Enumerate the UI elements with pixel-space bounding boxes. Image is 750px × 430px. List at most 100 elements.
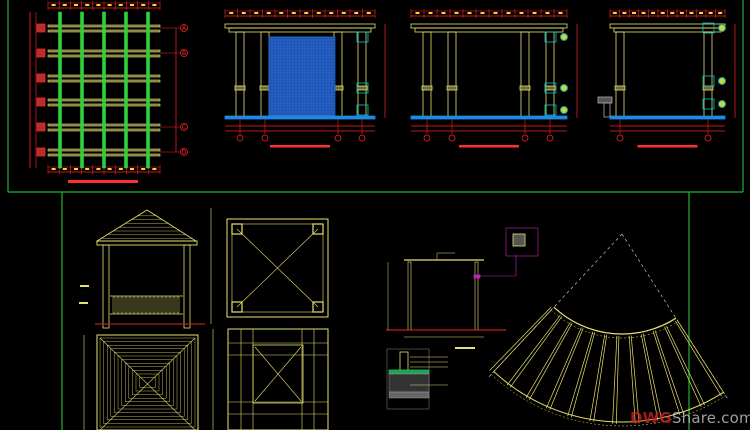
side-elevation	[597, 9, 736, 148]
dimension-text	[545, 12, 550, 14]
column-band	[519, 85, 531, 91]
tile-ring	[106, 345, 188, 421]
outer-beam	[493, 371, 724, 423]
dimension-text	[291, 12, 296, 14]
callout-marker	[718, 77, 726, 85]
tile-ring	[103, 341, 192, 424]
gazebo-elevation	[79, 208, 212, 329]
tile-ring	[121, 359, 174, 406]
ground-line	[224, 115, 376, 120]
rafter	[489, 306, 552, 371]
dimension-text	[532, 12, 537, 14]
rafter	[642, 333, 662, 420]
grid-bubble-label: B	[182, 50, 186, 57]
dimension-text	[612, 12, 617, 14]
railing-baluster	[116, 296, 120, 314]
front-elevation-mesh	[224, 9, 386, 148]
dimension-text	[62, 4, 67, 6]
drawing-title	[459, 145, 519, 148]
beam-end	[36, 23, 46, 33]
railing-baluster	[132, 296, 136, 314]
railing-baluster	[148, 296, 152, 314]
dimension-text	[316, 12, 321, 14]
column-band	[702, 85, 714, 91]
dimension-text	[341, 12, 346, 14]
railing-baluster	[160, 296, 164, 314]
rafter	[570, 332, 596, 418]
dimension-text	[96, 4, 101, 6]
watermark-domain: Share.com	[671, 409, 750, 427]
rafter	[615, 335, 620, 424]
callout-box	[702, 98, 715, 110]
column-band	[446, 85, 458, 91]
grid-bubble	[180, 123, 188, 131]
grid-bubble-label: A	[182, 25, 187, 32]
dimension-text	[107, 4, 112, 6]
dimension-text	[415, 12, 420, 14]
dimension-text	[96, 168, 101, 170]
callout-box	[356, 31, 369, 43]
soil-layer	[388, 369, 430, 375]
dimension-text	[266, 12, 271, 14]
railing-baluster	[164, 296, 168, 314]
connection-mark	[473, 274, 481, 279]
front-elevation	[410, 9, 578, 148]
gazebo-framing-plan	[212, 328, 329, 430]
dimension-text	[558, 12, 563, 14]
dimension-text	[254, 12, 259, 14]
dimension-text	[689, 12, 694, 14]
tile-ring	[124, 363, 170, 403]
rafter	[506, 314, 561, 386]
dimension-text	[670, 12, 675, 14]
rafter	[528, 322, 573, 400]
dimension-text	[708, 12, 713, 14]
drawing-title	[68, 180, 138, 183]
rafter	[666, 325, 705, 406]
inner-beam	[550, 309, 679, 339]
callout-marker	[560, 106, 568, 114]
callout-marker	[718, 24, 726, 32]
dimension-text	[74, 4, 78, 6]
railing-baluster	[144, 296, 148, 314]
callout-marker	[560, 84, 568, 92]
dimension-text	[366, 12, 371, 14]
dimension-text	[118, 4, 123, 6]
column	[260, 31, 270, 119]
dimension-text	[51, 4, 56, 6]
dimension-text	[441, 12, 446, 14]
axis-bubble	[546, 134, 554, 142]
hip-line	[99, 337, 196, 430]
column-square	[231, 223, 243, 235]
column	[520, 31, 530, 119]
sheet-frames	[7, 0, 744, 430]
railing-baluster	[140, 296, 144, 314]
column	[447, 31, 457, 119]
column-square	[231, 301, 243, 313]
dimension-text	[118, 168, 123, 170]
bench-detail	[603, 102, 611, 118]
callout-box	[702, 22, 715, 34]
dimension-text	[241, 12, 246, 14]
dimension-text	[229, 12, 234, 14]
dimension-text	[152, 168, 157, 170]
column	[183, 244, 191, 329]
grid-bubble	[180, 148, 188, 156]
dimension-text	[506, 12, 511, 14]
drawing-title	[637, 145, 698, 148]
rafter	[628, 335, 636, 424]
axis-bubble	[261, 134, 269, 142]
dimension-text	[74, 168, 78, 170]
rafter	[676, 319, 725, 395]
grid-bubble-label: D	[182, 149, 187, 156]
railing-baluster	[120, 296, 124, 314]
dimension-text	[304, 12, 309, 14]
railing-baluster	[128, 296, 132, 314]
inner-frame	[252, 344, 304, 404]
dimension-text	[62, 168, 67, 170]
plan-inner	[231, 223, 324, 313]
beam-end	[36, 73, 46, 83]
plan-outline	[227, 328, 329, 430]
rafter	[549, 328, 584, 410]
